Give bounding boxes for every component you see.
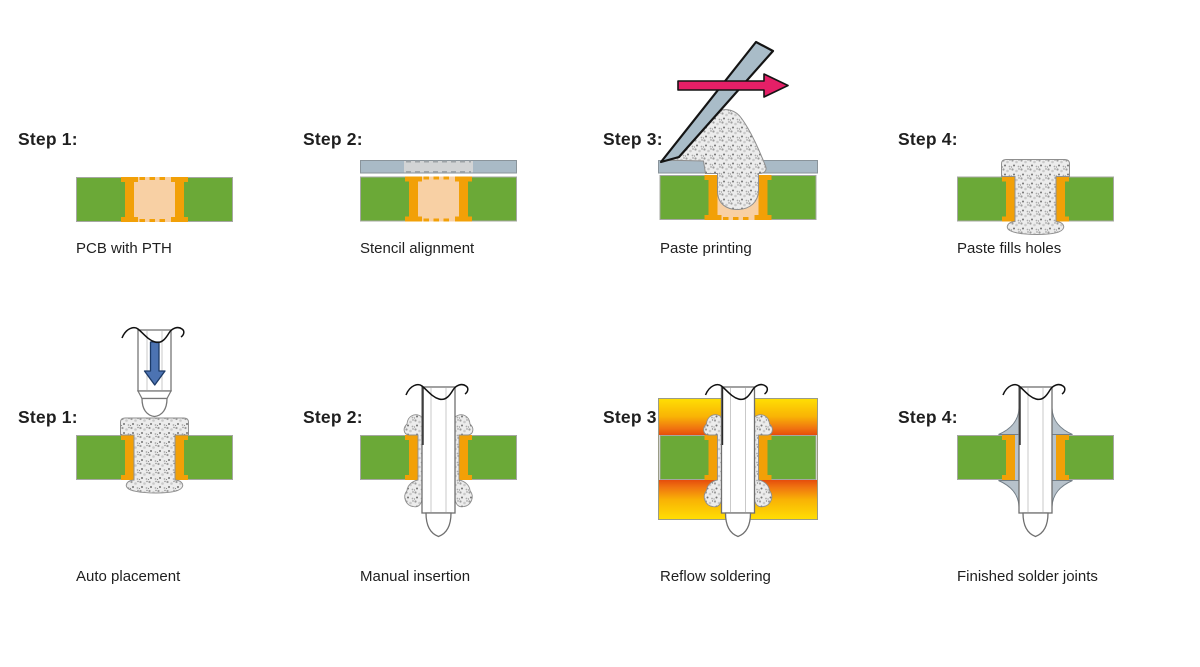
caption-r2c3: Reflow soldering (660, 568, 771, 585)
figure-paste-printing (658, 40, 818, 222)
pcb-board (360, 175, 517, 223)
caption-r1c4: Paste fills holes (957, 240, 1062, 257)
figure-auto-placement (76, 326, 233, 494)
figure-pcb-with-pth (76, 177, 233, 223)
step-label-r1c3: Step 3: (603, 129, 663, 149)
step-label-r1c2: Step 2: (303, 129, 363, 149)
caption-r1c2: Stencil alignment (360, 240, 475, 257)
figure-finished-solder-joints (957, 383, 1114, 541)
pcb-board (76, 177, 233, 223)
caption-r2c2: Manual insertion (360, 568, 471, 585)
caption-r2c4: Finished solder joints (957, 568, 1098, 585)
figure-stencil-alignment (360, 160, 517, 223)
step-label-r2c2: Step 2: (303, 407, 363, 427)
stencil-aperture (404, 161, 473, 173)
caption-r1c3: Paste printing (660, 240, 752, 257)
component-pin (421, 386, 456, 538)
figure-reflow-soldering (658, 383, 818, 541)
figure-manual-insertion (360, 383, 517, 541)
figure-paste-fills-holes (957, 159, 1114, 236)
caption-r2c1: Auto placement (76, 568, 181, 585)
stencil (360, 160, 517, 174)
component-pin (1018, 386, 1053, 538)
step-label-r2c4: Step 4: (898, 407, 958, 427)
step-label-r1c1: Step 1: (18, 129, 78, 149)
caption-r1c1: PCB with PTH (76, 240, 172, 257)
placement-arrow-icon (143, 341, 166, 386)
component-pin (720, 386, 756, 538)
step-label-r1c4: Step 4: (898, 129, 958, 149)
step-label-r2c3: Step 3: (603, 407, 663, 427)
print-direction-arrow-icon (677, 73, 789, 98)
step-label-r2c1: Step 1: (18, 407, 78, 427)
